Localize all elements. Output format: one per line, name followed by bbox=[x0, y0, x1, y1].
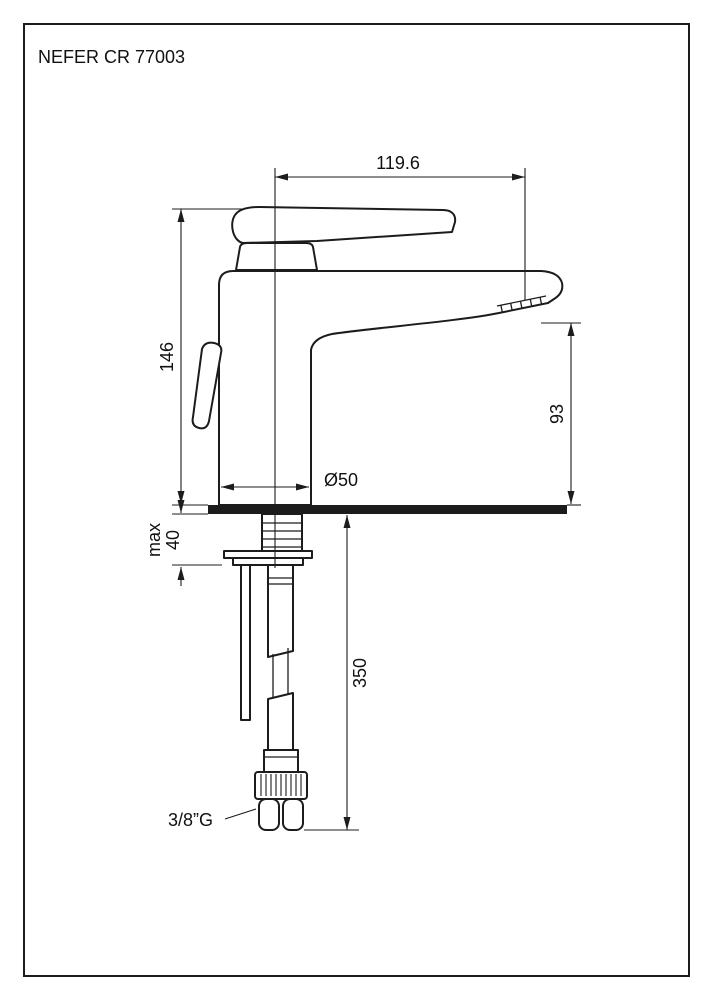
dim-supply-length-label: 350 bbox=[350, 658, 370, 688]
clamp-flange bbox=[223, 550, 313, 559]
knurl-lines bbox=[260, 774, 302, 796]
hose-crimp-lines bbox=[268, 577, 293, 585]
hose-ferrule bbox=[263, 749, 299, 773]
connector-nut-right bbox=[282, 798, 304, 831]
supply-hose-upper bbox=[267, 564, 294, 658]
dim-deck-max-value: 40 bbox=[163, 530, 183, 550]
connector-nut-left bbox=[258, 798, 280, 831]
dim-base-diameter-label: Ø50 bbox=[324, 470, 358, 490]
clamp-washer bbox=[232, 557, 304, 566]
faucet-outline bbox=[191, 206, 564, 506]
side-lever bbox=[191, 341, 223, 430]
product-code: NEFER CR 77003 bbox=[38, 47, 185, 67]
handle-base bbox=[235, 242, 318, 271]
dimensions: 119.6 146 93 Ø50 max 40 350 bbox=[144, 153, 581, 831]
mounting-deck bbox=[208, 505, 567, 514]
aerator-outlet bbox=[496, 295, 547, 313]
faucet-body-spout bbox=[218, 270, 564, 506]
thread-callout-label: 3/8”G bbox=[168, 810, 213, 830]
dim-outlet-height-label: 93 bbox=[547, 404, 567, 424]
page-border bbox=[23, 23, 690, 977]
thread-callout-leader bbox=[224, 808, 257, 820]
below-deck-assembly bbox=[223, 513, 313, 831]
supply-hose-lower bbox=[267, 692, 294, 751]
dim-total-height-label: 146 bbox=[157, 342, 177, 372]
hose-break-inner-tube bbox=[272, 648, 289, 700]
dim-deck-max-label: max bbox=[144, 523, 164, 557]
mounting-stud bbox=[240, 564, 251, 721]
shank-thread-lines bbox=[262, 522, 302, 548]
dim-spout-reach-label: 119.6 bbox=[376, 153, 420, 173]
handle-lever bbox=[231, 206, 457, 244]
shank-nut bbox=[261, 513, 303, 552]
